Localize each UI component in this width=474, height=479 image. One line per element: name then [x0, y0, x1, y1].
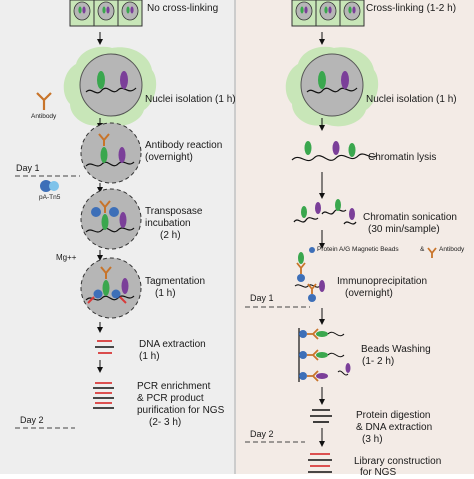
mg-label: Mg++	[56, 253, 77, 262]
chromatin-lysis-icon	[291, 141, 377, 162]
library-label-2: for NGS	[360, 467, 397, 478]
transposase-label-1: Transposase	[145, 206, 203, 217]
sonication-label: Chromatin sonication	[363, 212, 457, 223]
right-cells-strip-icon	[291, 0, 365, 27]
chromatin-lysis-label: Chromatin lysis	[368, 152, 437, 163]
nucleus-dashed-icon	[80, 188, 142, 250]
ip-complex-icon	[294, 252, 325, 302]
left-nuclei-isolation-label: Nuclei isolation (1 h)	[145, 94, 236, 105]
beads-legend-amp: &	[420, 246, 425, 253]
ip-label: Immunoprecipitation	[337, 276, 428, 287]
digestion-label-1: Protein digestion	[356, 410, 431, 421]
antibody-tag-label: Antibody	[31, 113, 57, 120]
magnetic-bead-icon	[309, 247, 315, 253]
library-icon	[308, 453, 332, 473]
right-cell-icon	[285, 46, 379, 127]
dna-fragments-icon	[95, 340, 114, 354]
patn5-icon	[40, 180, 59, 192]
pcr-label-1: PCR enrichment	[137, 381, 211, 392]
antibody-reaction-label: Antibody reaction	[145, 140, 223, 151]
day2-left-label: Day 2	[20, 415, 44, 425]
antibody-icon	[427, 247, 437, 258]
left-cell-icon	[63, 46, 157, 127]
digestion-time: (3 h)	[362, 434, 383, 445]
day1-right-label: Day 1	[250, 293, 274, 303]
right-nuclei-isolation-label: Nuclei isolation (1 h)	[366, 94, 457, 105]
pcr-label-3: purification for NGS	[137, 405, 225, 416]
beads-washing-time: (1- 2 h)	[362, 356, 395, 367]
transposase-time: (2 h)	[160, 230, 181, 241]
left-top-label: No cross-linking	[147, 3, 219, 14]
pcr-products-icon	[93, 382, 114, 409]
tagmentation-label: Tagmentation	[145, 276, 206, 287]
sonicated-chromatin-icon	[293, 199, 357, 225]
pcr-label-2: & PCR product	[137, 393, 204, 404]
sonication-time: (30 min/sample)	[368, 224, 440, 235]
nucleus-dashed-icon	[80, 257, 142, 319]
antibody-icon	[36, 92, 52, 110]
digestion-label-2: & DNA extraction	[356, 422, 433, 433]
library-label-1: Library construction	[354, 456, 442, 467]
ip-time: (overnight)	[345, 288, 393, 299]
dna-fragments-icon	[310, 409, 332, 423]
pcr-time: (2- 3 h)	[149, 417, 182, 428]
transposase-label-2: incubation	[145, 218, 191, 229]
antibody-reaction-time: (overnight)	[145, 152, 193, 163]
beads-washing-icon	[298, 328, 351, 382]
beads-legend-label: Protein A/G Magnetic Beads	[317, 246, 399, 253]
nucleus-dashed-icon	[80, 122, 142, 184]
day2-right-label: Day 2	[250, 429, 274, 439]
beads-washing-label: Beads Washing	[361, 344, 431, 355]
day1-left-label: Day 1	[16, 163, 40, 173]
patn5-label: pA-Tn5	[39, 194, 61, 201]
dna-extraction-label: DNA extraction	[139, 339, 206, 350]
tagmentation-time: (1 h)	[155, 288, 176, 299]
left-cells-strip-icon	[69, 0, 143, 27]
dna-extraction-time: (1 h)	[139, 351, 160, 362]
beads-legend-antibody: Antibody	[439, 246, 465, 253]
right-top-label: Cross-linking (1-2 h)	[366, 3, 457, 14]
